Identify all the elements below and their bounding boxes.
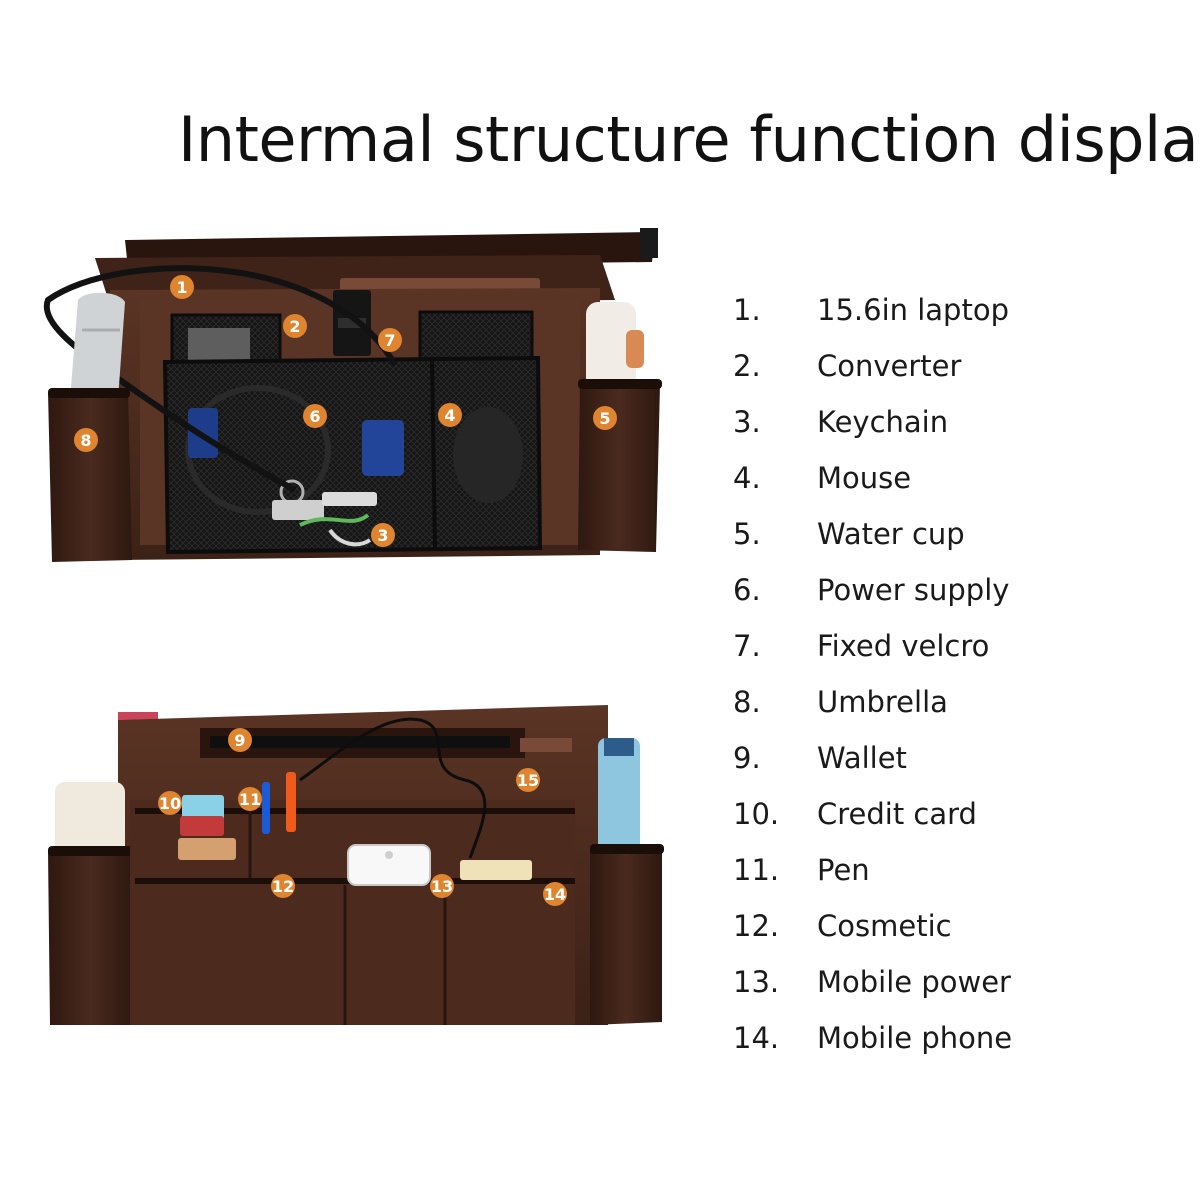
svg-text:9: 9 (234, 731, 245, 750)
marker-13: 13 (430, 874, 454, 898)
legend-label: Power supply (817, 573, 1010, 607)
legend-label: Mobile phone (817, 1021, 1013, 1055)
legend-item: 1. 15.6in laptop (733, 290, 1193, 346)
legend-item: 5. Water cup (733, 514, 1193, 570)
top-bag-view (43, 228, 662, 562)
legend-number: 11. (733, 853, 780, 887)
marker-7: 7 (378, 328, 402, 352)
legend-number: 3. (733, 405, 761, 439)
marker-1: 1 (170, 275, 194, 299)
legend-label: Umbrella (817, 685, 948, 719)
legend-label: Keychain (817, 405, 949, 439)
bottom-bag-view (48, 705, 664, 1025)
marker-2: 2 (283, 314, 307, 338)
legend-item: 3. Keychain (733, 402, 1193, 458)
legend-number: 2. (733, 349, 761, 383)
marker-14: 14 (543, 882, 567, 906)
marker-6: 6 (303, 404, 327, 428)
legend-item: 9. Wallet (733, 738, 1193, 794)
zipper-pull-top (640, 228, 658, 258)
marker-9: 9 (228, 728, 252, 752)
legend-item: 10. Credit card (733, 794, 1193, 850)
legend-number: 10. (733, 797, 780, 831)
marker-4: 4 (438, 403, 462, 427)
svg-text:15: 15 (517, 771, 539, 790)
legend-number: 6. (733, 573, 761, 607)
legend-label: Mobile power (817, 965, 1011, 999)
legend-item: 14. Mobile phone (733, 1018, 1193, 1074)
legend-number: 9. (733, 741, 761, 775)
legend-number: 12. (733, 909, 780, 943)
legend-number: 13. (733, 965, 780, 999)
svg-text:3: 3 (377, 526, 388, 545)
legend-number: 8. (733, 685, 761, 719)
svg-text:1: 1 (176, 278, 187, 297)
marker-5: 5 (593, 406, 617, 430)
legend-number: 1. (733, 293, 761, 327)
page-title: Intermal structure function display (178, 103, 1200, 176)
legend-label: Cosmetic (817, 909, 952, 943)
legend-label: Mouse (817, 461, 912, 495)
legend-item: 7. Fixed velcro (733, 626, 1193, 682)
marker-8: 8 (74, 428, 98, 452)
svg-text:5: 5 (599, 409, 610, 428)
svg-text:4: 4 (444, 406, 455, 425)
svg-text:7: 7 (384, 331, 395, 350)
marker-11: 11 (238, 787, 262, 811)
legend-label: Fixed velcro (817, 629, 990, 663)
legend-label: Converter (817, 349, 962, 383)
legend-label: Water cup (817, 517, 965, 551)
marker-15: 15 (516, 768, 540, 792)
legend-item: 11. Pen (733, 850, 1193, 906)
legend-number: 4. (733, 461, 761, 495)
svg-text:11: 11 (239, 790, 261, 809)
bag-illustration: 1 2 3 4 5 6 7 8 (43, 228, 664, 1025)
marker-10: 10 (158, 791, 182, 815)
feature-legend: 1. 15.6in laptop 2. Converter 3. Keychai… (733, 290, 1193, 1074)
legend-item: 2. Converter (733, 346, 1193, 402)
marker-12: 12 (271, 874, 295, 898)
legend-number: 14. (733, 1021, 780, 1055)
legend-number: 5. (733, 517, 761, 551)
legend-item: 4. Mouse (733, 458, 1193, 514)
legend-label: Credit card (817, 797, 977, 831)
legend-number: 7. (733, 629, 761, 663)
legend-item: 8. Umbrella (733, 682, 1193, 738)
svg-text:12: 12 (272, 877, 294, 896)
legend-item: 12. Cosmetic (733, 906, 1193, 962)
svg-text:13: 13 (431, 877, 453, 896)
legend-label: Wallet (817, 741, 907, 775)
legend-label: Pen (817, 853, 870, 887)
svg-text:6: 6 (309, 407, 320, 426)
svg-text:10: 10 (159, 794, 181, 813)
svg-text:14: 14 (544, 885, 566, 904)
legend-label: 15.6in laptop (817, 293, 1009, 327)
legend-item: 13. Mobile power (733, 962, 1193, 1018)
svg-text:8: 8 (80, 431, 91, 450)
marker-3: 3 (371, 523, 395, 547)
legend-item: 6. Power supply (733, 570, 1193, 626)
svg-text:2: 2 (289, 317, 300, 336)
